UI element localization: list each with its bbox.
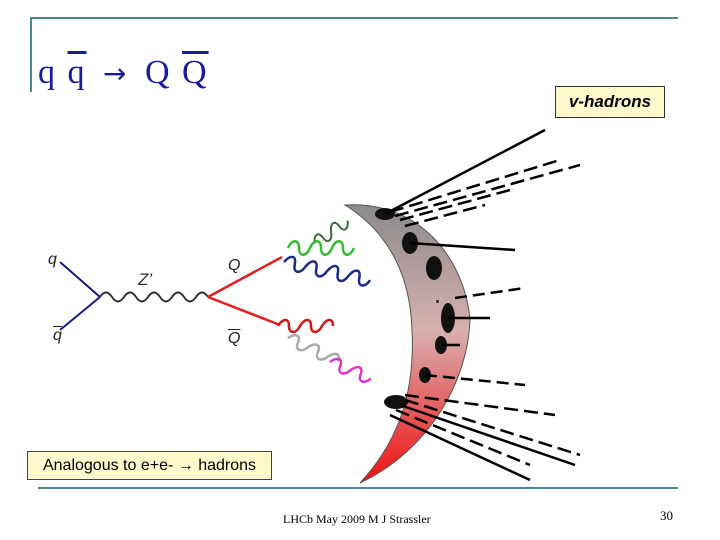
z-prime-propagator bbox=[100, 293, 208, 302]
analogy-caption: Analogous to e+e- → hadrons bbox=[27, 451, 272, 480]
label-qbar: q bbox=[53, 327, 62, 345]
heavy-Q-line bbox=[208, 257, 282, 297]
jet-dashed bbox=[405, 400, 580, 455]
incoming-qbar-line bbox=[60, 297, 100, 330]
hadron-blob bbox=[426, 256, 442, 280]
gluon-coil-blue bbox=[283, 255, 372, 287]
gluon-coil-dark-green bbox=[311, 216, 351, 249]
gluon-coil-magenta bbox=[328, 356, 373, 384]
incoming-q-line bbox=[60, 262, 100, 297]
jet-dashed bbox=[395, 165, 580, 216]
footer-text: LHCb May 2009 M J Strassler bbox=[283, 512, 431, 527]
gluon-coil-green bbox=[288, 241, 354, 255]
hadron-dot bbox=[436, 300, 439, 303]
gluon-coil-red bbox=[278, 320, 333, 332]
label-Q: Q bbox=[228, 257, 240, 275]
label-z-prime: Z’ bbox=[138, 270, 152, 290]
label-Qbar: Q bbox=[228, 330, 240, 348]
label-q: q bbox=[48, 251, 57, 269]
page-number: 30 bbox=[660, 508, 673, 524]
heavy-Qbar-line bbox=[208, 297, 280, 325]
